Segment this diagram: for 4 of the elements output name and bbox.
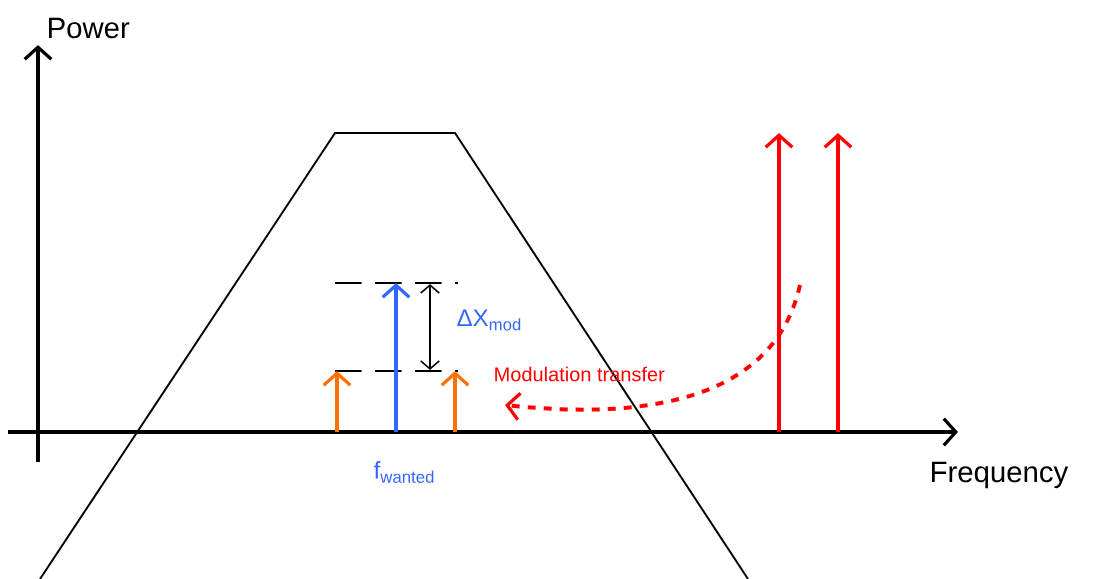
axis-label: Power	[49, 17, 130, 39]
axis-label: Frequency	[932, 461, 1069, 489]
symbol-label: f$_{wanted}$	[373, 461, 434, 483]
symbol-label: ΔX$_{mod}$	[457, 309, 521, 331]
